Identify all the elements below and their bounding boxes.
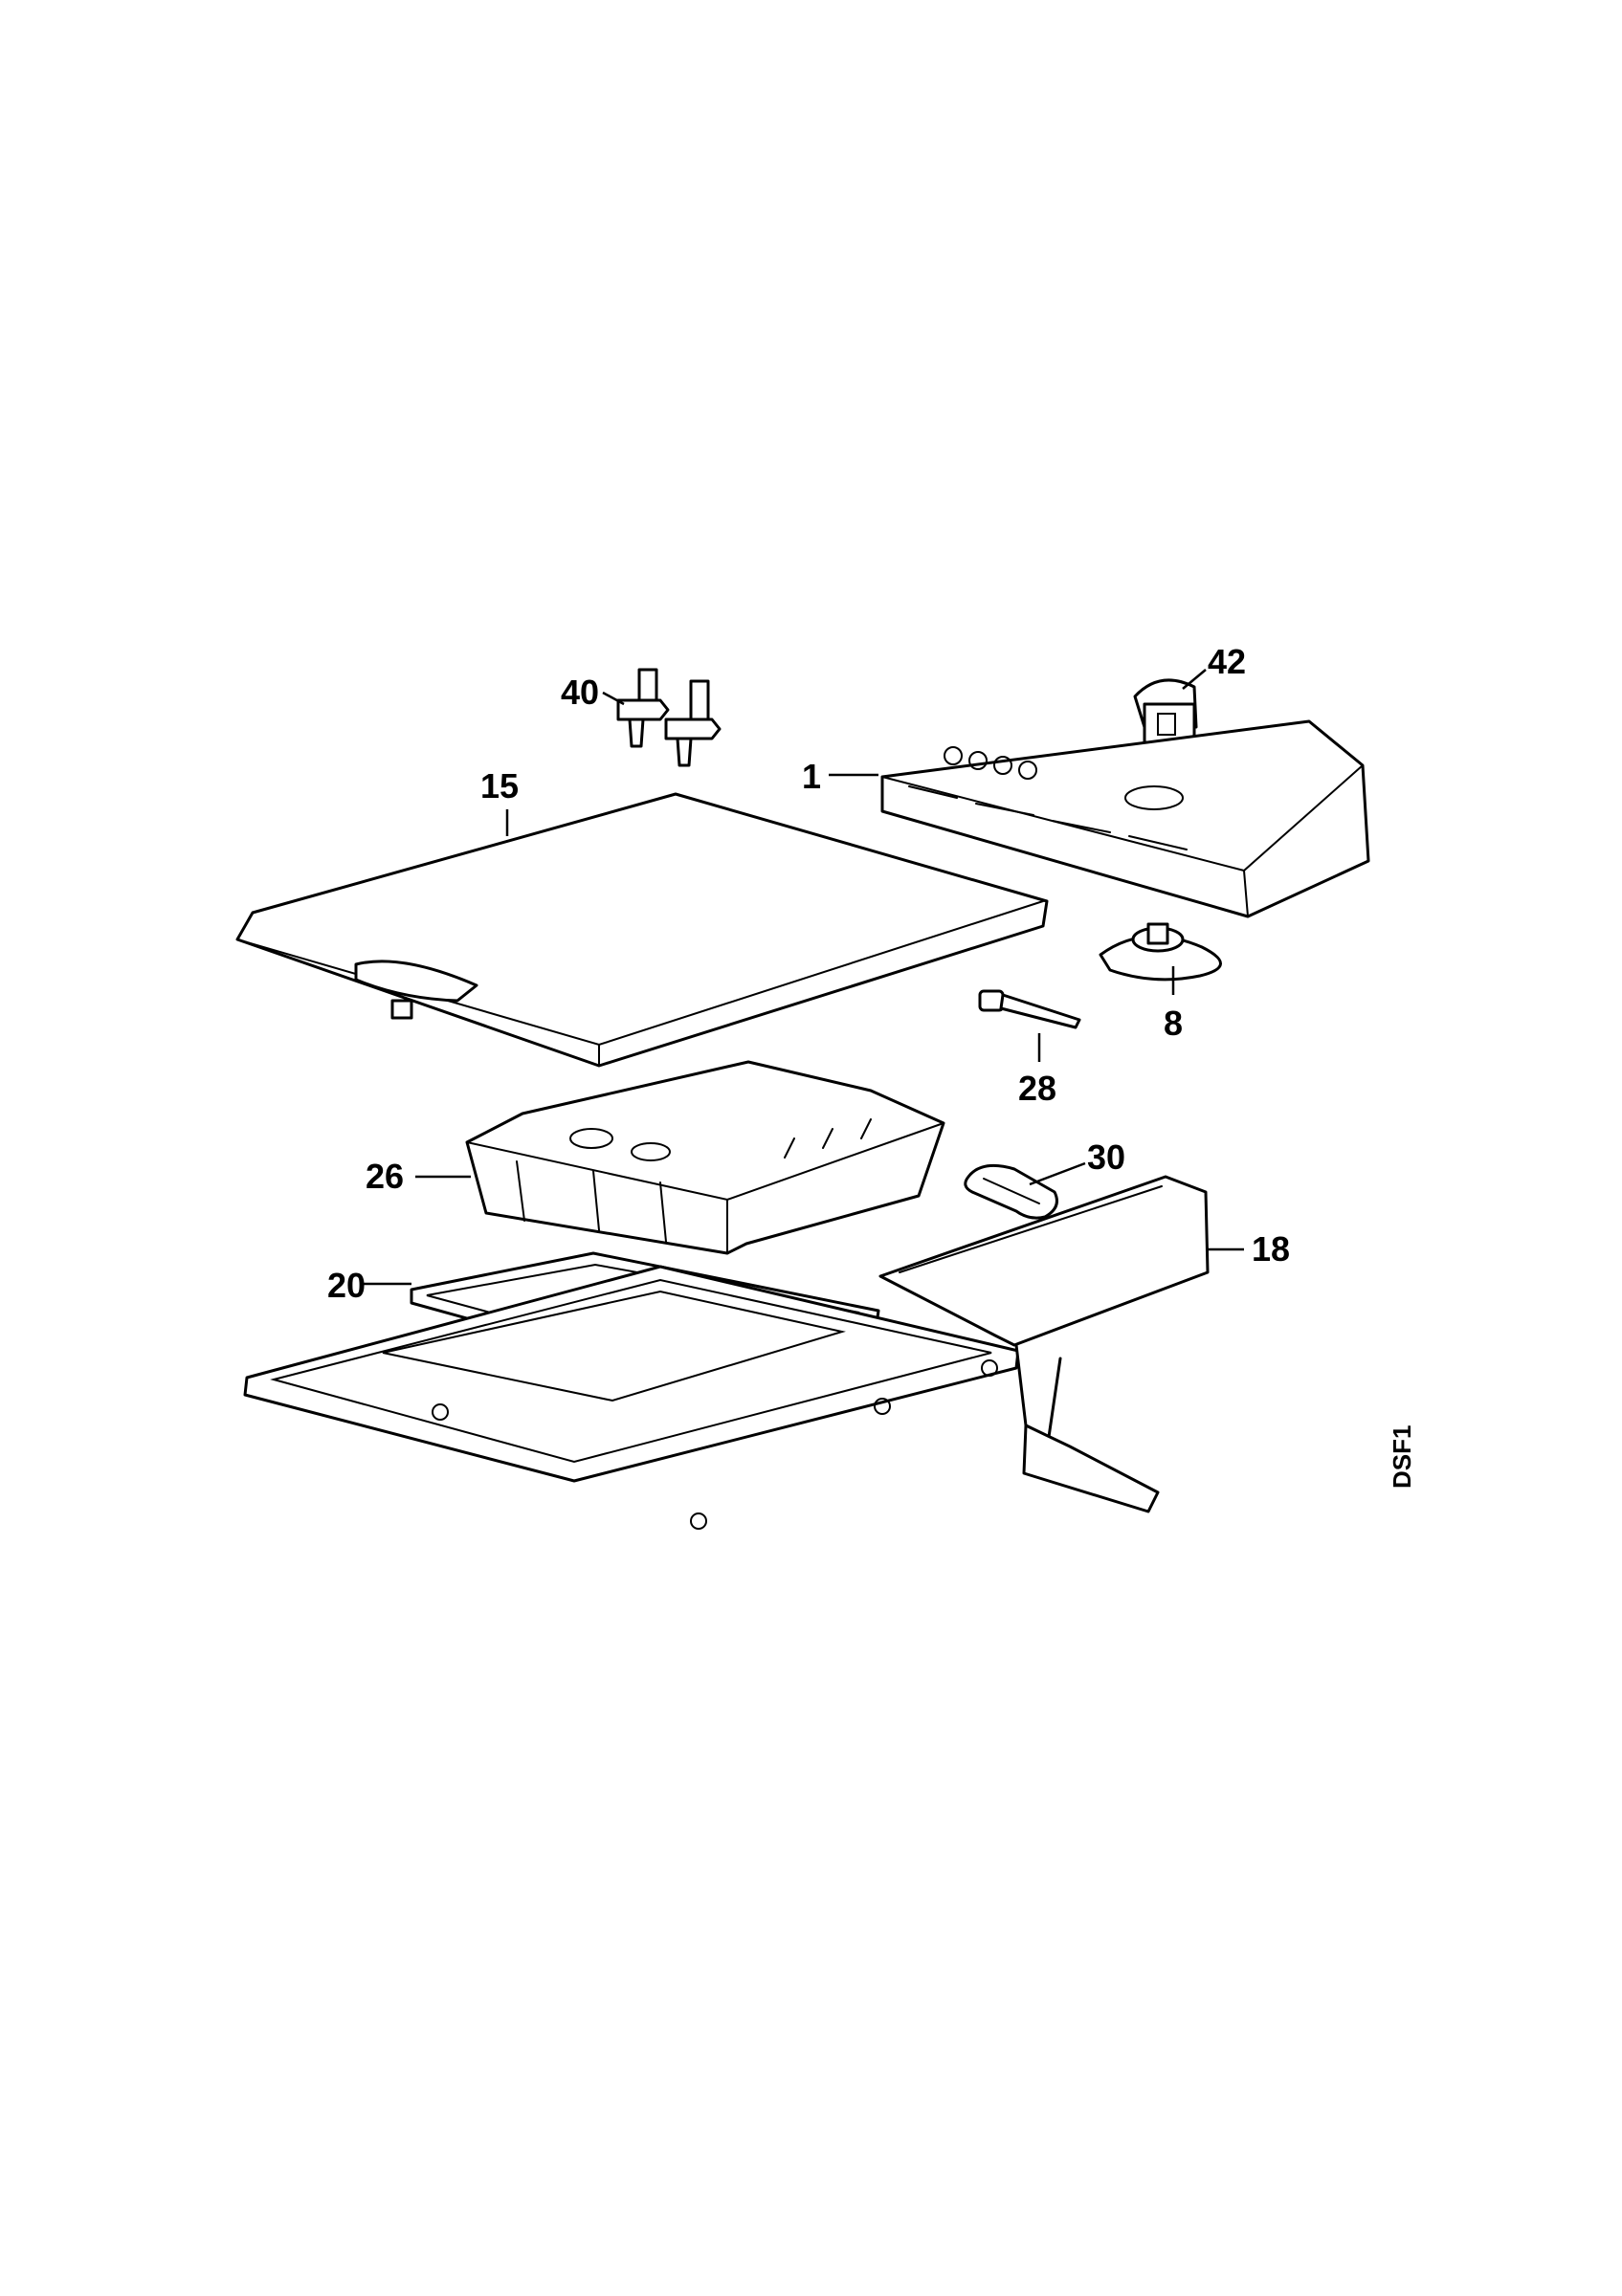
callout-26: 26 [366,1157,404,1196]
leader-lines [364,669,1244,1286]
part-15-lid [235,792,1049,1068]
callout-20: 20 [327,1266,366,1305]
callout-30: 30 [1087,1137,1125,1177]
diagram-code: DSF1 [1388,1425,1416,1489]
part-40-hinge-pins [616,668,722,767]
part-42-knob [1133,678,1198,744]
callout-40: 40 [561,673,599,712]
part-1-control-panel [880,719,1370,918]
callout-18: 18 [1252,1229,1290,1269]
leader-40 [602,691,625,706]
callout-8: 8 [1164,1004,1183,1043]
leader-42 [1182,669,1207,690]
base-tray [243,1265,1020,1530]
callout-28: 28 [1018,1069,1056,1108]
callout-15: 15 [480,766,519,806]
part-26-dispenser [465,1060,945,1255]
callout-labels: 40 42 1 15 8 28 30 26 18 20 [327,642,1290,1305]
part-8-valve [1099,922,1222,982]
part-30-seal [964,1163,1058,1220]
callout-1: 1 [802,757,821,796]
part-18-rail [878,1175,1210,1513]
part-28-pin [978,989,1081,1029]
leader-30 [1029,1161,1086,1186]
callout-42: 42 [1208,642,1246,681]
